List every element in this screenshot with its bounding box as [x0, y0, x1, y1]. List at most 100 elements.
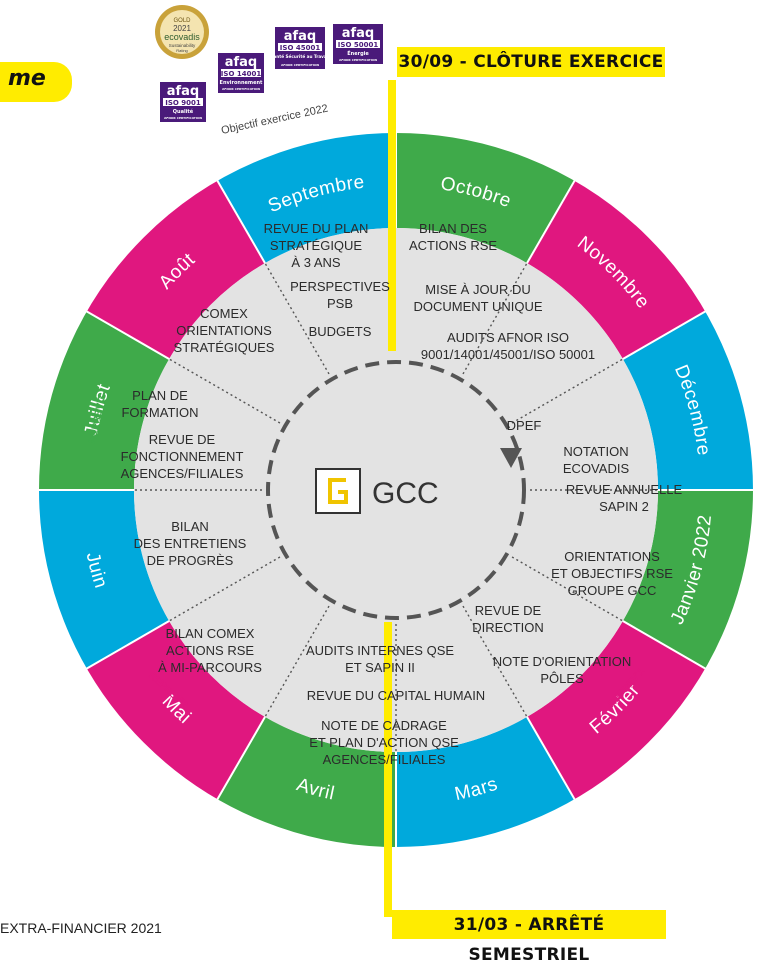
activity-revue-fonct: REVUE DE FONCTIONNEMENT AGENCES/FILIALES — [121, 432, 244, 481]
cycle-arrow-head — [500, 448, 522, 468]
activity-line: AUDITS AFNOR ISO — [447, 330, 569, 345]
activity-line: ACTIONS RSE — [409, 238, 497, 253]
afaq-9001-badge: afaq ISO 9001 Qualité AFNOR CERTIFICATIO… — [160, 82, 206, 122]
month-segment-8 — [38, 490, 170, 669]
month-segment-4 — [527, 621, 707, 801]
afaq-50001-code: ISO 50001 — [338, 41, 379, 49]
activity-line: ET OBJECTIFS RSE — [551, 566, 673, 581]
month-segment-3 — [622, 490, 754, 669]
activity-revue-capital: REVUE DU CAPITAL HUMAIN — [307, 688, 485, 703]
activity-budgets: BUDGETS — [309, 324, 372, 339]
bottom-timeline-bar — [384, 622, 392, 917]
activity-line: DE PROGRÈS — [147, 553, 234, 568]
month-segment-9 — [38, 311, 170, 490]
afaq-50001-cert: AFNOR CERTIFICATION — [339, 58, 378, 62]
activity-dpef: DPEF — [507, 418, 542, 433]
activity-line: ECOVADIS — [563, 461, 630, 476]
afaq-14001-code: ISO 14001 — [221, 70, 262, 78]
report-footer: EXTRA-FINANCIER 2021 — [0, 920, 162, 936]
activity-bilan-entretiens: BILAN DES ENTRETIENS DE PROGRÈS — [134, 519, 247, 568]
tagline-text: me — [8, 66, 46, 91]
activity-bilan-rse: BILAN DES ACTIONS RSE — [409, 221, 497, 253]
activity-line: REVUE DE — [475, 603, 542, 618]
ecovadis-gold: GOLD — [173, 18, 191, 24]
activity-mise-a-jour: MISE À JOUR DU DOCUMENT UNIQUE — [413, 282, 542, 314]
month-segment-7 — [85, 621, 265, 801]
afaq-14001-badge: afaq ISO 14001 Environnement AFNOR CERTI… — [218, 53, 264, 93]
activity-line: STRATÉGIQUE — [270, 238, 363, 253]
month-segment-11 — [217, 132, 396, 264]
divider-lines — [134, 262, 658, 752]
month-segment-5 — [396, 716, 575, 848]
activity-line: MISE À JOUR DU — [425, 282, 530, 297]
activity-line: REVUE DE — [149, 432, 216, 447]
activity-notation: NOTATION ECOVADIS — [563, 444, 630, 476]
activity-note-orientation: NOTE D'ORIENTATION PÔLES — [493, 654, 632, 686]
activity-line: GROUPE GCC — [568, 583, 657, 598]
afaq-45001-cert: AFNOR CERTIFICATION — [281, 63, 320, 67]
gcc-logo: GCC — [315, 468, 439, 514]
ecovadis-sub2: Rating — [176, 48, 188, 53]
activity-line: PÔLES — [540, 671, 584, 686]
objective-caption: Objectif exercice 2022 — [220, 103, 329, 137]
afaq-50001-badge: afaq ISO 50001 Énergie AFNOR CERTIFICATI… — [333, 24, 383, 64]
month-segment-0 — [396, 132, 575, 264]
activity-line: PERSPECTIVES — [290, 279, 390, 294]
afaq-14001-sub: Environnement — [220, 80, 264, 86]
top-timeline-bar — [388, 80, 396, 351]
activity-line: FONCTIONNEMENT — [121, 449, 244, 464]
activity-line: ORIENTATIONS — [176, 323, 272, 338]
activity-line: À 3 ANS — [291, 255, 340, 270]
activity-line: BILAN COMEX — [166, 626, 255, 641]
activity-line: PLAN DE — [132, 388, 188, 403]
activity-line: FORMATION — [121, 405, 198, 420]
afaq-9001-brand: afaq — [167, 84, 200, 99]
ecovadis-year: 2021 — [173, 24, 191, 33]
activity-line: AGENCES/FILIALES — [323, 752, 446, 767]
activity-line: ORIENTATIONS — [564, 549, 660, 564]
activity-line: NOTE D'ORIENTATION — [493, 654, 632, 669]
activity-line: REVUE DU CAPITAL HUMAIN — [307, 688, 485, 703]
activity-line: À MI-PARCOURS — [158, 660, 262, 675]
activity-line: NOTE DE CADRAGE — [321, 718, 447, 733]
tagline-badge: me — [0, 62, 72, 102]
activity-line: NOTATION — [563, 444, 628, 459]
activity-line: DOCUMENT UNIQUE — [413, 299, 542, 314]
inner-disc — [134, 228, 658, 752]
afaq-45001-brand: afaq — [284, 29, 317, 44]
afaq-45001-badge: afaq ISO 45001 Santé Sécurité au Travail… — [270, 27, 330, 69]
activity-line: DPEF — [507, 418, 542, 433]
activity-line: DES ENTRETIENS — [134, 536, 247, 551]
month-segment-10 — [85, 179, 265, 359]
activity-line: SAPIN 2 — [599, 499, 649, 514]
closing-banner: 30/09 - CLÔTURE EXERCICE — [397, 47, 665, 77]
ecovadis-sub: Sustainability — [169, 43, 196, 48]
activity-revue-sapin: REVUE ANNUELLE SAPIN 2 — [566, 482, 683, 514]
activity-line: BILAN — [171, 519, 209, 534]
afaq-9001-sub: Qualité — [173, 108, 194, 115]
activity-line: AGENCES/FILIALES — [121, 466, 244, 481]
activity-line: ACTIONS RSE — [166, 643, 254, 658]
activity-bilan-comex: BILAN COMEX ACTIONS RSE À MI-PARCOURS — [158, 626, 262, 675]
semester-banner: 31/03 - ARRÊTÉ SEMESTRIEL — [392, 910, 666, 965]
activity-line: BILAN DES — [419, 221, 487, 236]
afaq-14001-cert: AFNOR CERTIFICATION — [222, 87, 261, 91]
month-segment-2 — [622, 311, 754, 490]
activity-plan-formation: PLAN DE FORMATION — [121, 388, 198, 420]
activity-line: STRATÉGIQUES — [174, 340, 275, 355]
activity-line: REVUE ANNUELLE — [566, 482, 683, 497]
ecovadis-badge: GOLD 2021 ecovadis Sustainability Rating — [155, 5, 209, 59]
activity-line: ET SAPIN II — [345, 660, 415, 675]
activity-line: DIRECTION — [472, 620, 544, 635]
afaq-14001-brand: afaq — [225, 55, 258, 70]
month-segment-6 — [217, 716, 396, 848]
cycle-dashed-circle — [266, 360, 526, 620]
afaq-45001-sub: Santé Sécurité au Travail — [270, 54, 330, 59]
activity-line: BUDGETS — [309, 324, 372, 339]
